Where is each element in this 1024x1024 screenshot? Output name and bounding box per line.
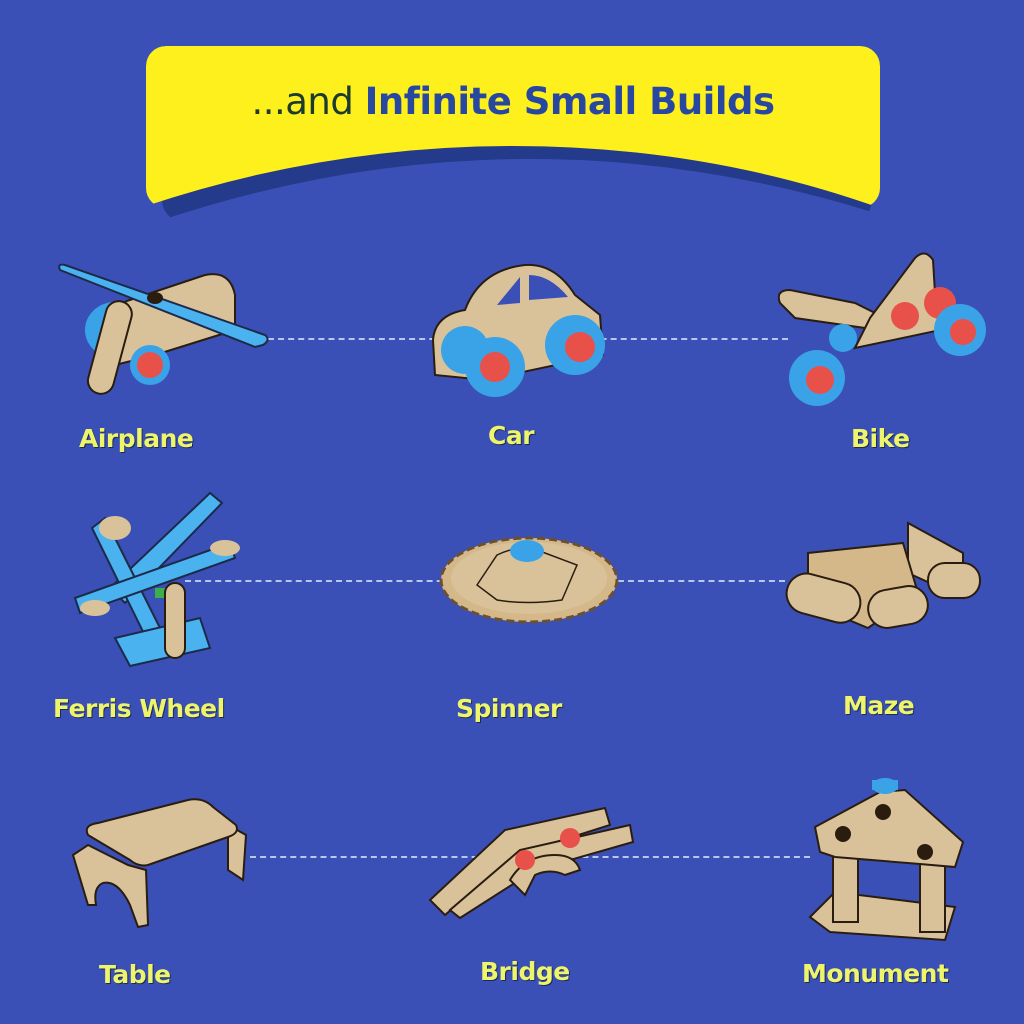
- table-model-icon: [71, 798, 248, 929]
- build-label-maze: Maze: [843, 691, 915, 720]
- ferris-wheel-model-icon: [73, 491, 240, 668]
- build-label-table: Table: [99, 960, 171, 989]
- build-label-airplane: Airplane: [79, 424, 194, 453]
- build-label-car: Car: [488, 421, 535, 450]
- bike-model-icon: [777, 252, 986, 406]
- build-label-spinner: Spinner: [456, 694, 562, 723]
- car-model-icon: [431, 263, 605, 397]
- build-label-ferris-wheel: Ferris Wheel: [53, 694, 225, 723]
- build-label-bridge: Bridge: [480, 957, 570, 986]
- title-main: Infinite Small Builds: [364, 80, 775, 123]
- spinner-model-icon: [439, 536, 619, 624]
- maze-model-icon: [785, 521, 981, 630]
- build-label-monument: Monument: [802, 959, 949, 988]
- title-prefix: ...and: [251, 80, 354, 123]
- airplane-model-icon: [58, 263, 269, 395]
- bridge-model-icon: [428, 806, 635, 920]
- page-title: ...and Infinite Small Builds: [146, 80, 880, 123]
- build-label-bike: Bike: [851, 424, 910, 453]
- monument-model-icon: [808, 778, 965, 942]
